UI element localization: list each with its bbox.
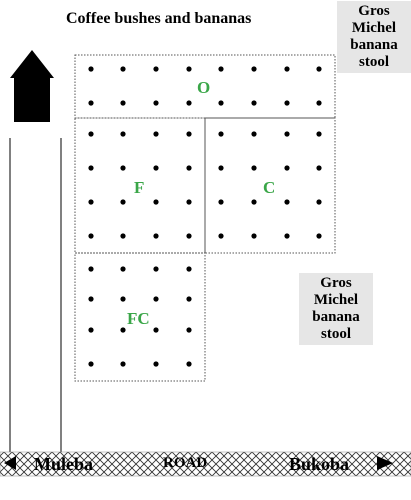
plot-label-f: F: [134, 178, 144, 197]
coffee-bush-dot: [88, 100, 94, 106]
coffee-bush-dot: [218, 165, 224, 171]
coffee-bush-dot: [316, 165, 322, 171]
coffee-bush-dot: [153, 233, 159, 239]
arrow-right-icon: [377, 456, 393, 470]
coffee-bush-dot: [88, 266, 94, 272]
road-left-destination: Muleba: [34, 454, 93, 474]
coffee-bush-dot: [218, 100, 224, 106]
road-right-destination: Bukoba: [289, 454, 349, 474]
coffee-bush-dot: [316, 131, 322, 137]
coffee-bush-dot: [88, 165, 94, 171]
coffee-bush-dot: [251, 199, 257, 205]
coffee-bush-dot: [88, 199, 94, 205]
coffee-bush-dot: [251, 100, 257, 106]
coffee-bush-dot: [186, 199, 192, 205]
stool-label-line: banana: [312, 309, 360, 325]
coffee-bush-dot: [153, 266, 159, 272]
coffee-bush-dot: [153, 327, 159, 333]
plot-f-border: [74, 117, 206, 254]
coffee-bushes: [88, 66, 322, 367]
coffee-bush-dot: [186, 361, 192, 367]
coffee-bush-dot: [251, 233, 257, 239]
coffee-bush-dot: [88, 66, 94, 72]
coffee-bush-dot: [153, 100, 159, 106]
coffee-bush-dot: [120, 266, 126, 272]
coffee-bush-dot: [120, 327, 126, 333]
coffee-bush-dot: [316, 199, 322, 205]
plot-borders: [74, 54, 336, 382]
house-icon: [10, 50, 54, 122]
stool-label-line: Michel: [313, 292, 359, 308]
coffee-bush-dot: [120, 296, 126, 302]
coffee-bush-dot: [186, 296, 192, 302]
stool-label-line: stool: [359, 54, 389, 70]
banana-stool-label-right: Gros Michel banana stool: [299, 273, 373, 345]
coffee-bush-dot: [251, 66, 257, 72]
coffee-bush-dot: [153, 199, 159, 205]
plot-label-fc: FC: [127, 309, 150, 328]
coffee-bush-dot: [186, 165, 192, 171]
coffee-bush-dot: [218, 199, 224, 205]
coffee-bush-dot: [120, 165, 126, 171]
coffee-bush-dot: [284, 165, 290, 171]
plot-label-c: C: [263, 178, 275, 197]
coffee-bush-dot: [120, 66, 126, 72]
coffee-bush-dot: [153, 165, 159, 171]
arrow-left-icon: [4, 456, 16, 470]
coffee-bush-dot: [88, 233, 94, 239]
coffee-bush-dot: [316, 100, 322, 106]
coffee-bush-dot: [186, 327, 192, 333]
plot-c-border: [204, 117, 336, 254]
coffee-bush-dot: [120, 131, 126, 137]
coffee-bush-dot: [186, 266, 192, 272]
stool-label-line: Michel: [351, 20, 397, 36]
coffee-bush-dot: [218, 233, 224, 239]
coffee-bush-dot: [186, 100, 192, 106]
coffee-bush-dot: [251, 131, 257, 137]
stool-label-line: stool: [321, 326, 351, 342]
coffee-bush-dot: [88, 296, 94, 302]
diagram-title: Coffee bushes and bananas: [66, 10, 252, 27]
coffee-bush-dot: [153, 361, 159, 367]
stool-label-line: Gros: [358, 3, 390, 19]
coffee-bush-dot: [284, 131, 290, 137]
road-label: ROAD: [163, 455, 207, 471]
coffee-bush-dot: [218, 131, 224, 137]
banana-stool-label-top: Gros Michel banana stool: [337, 1, 411, 73]
coffee-bush-dot: [284, 66, 290, 72]
coffee-bush-dot: [153, 131, 159, 137]
coffee-bush-dot: [186, 233, 192, 239]
stool-label-line: Gros: [320, 275, 352, 291]
coffee-bush-dot: [120, 100, 126, 106]
stool-label-line: banana: [350, 37, 398, 53]
coffee-bush-dot: [316, 233, 322, 239]
coffee-bush-dot: [284, 100, 290, 106]
coffee-bush-dot: [186, 66, 192, 72]
coffee-bush-dot: [120, 361, 126, 367]
coffee-bush-dot: [316, 66, 322, 72]
coffee-bush-dot: [153, 66, 159, 72]
plot-label-o: O: [197, 78, 210, 97]
coffee-bush-dot: [218, 66, 224, 72]
coffee-bush-dot: [284, 199, 290, 205]
road: Muleba ROAD Bukoba: [0, 451, 411, 477]
coffee-bush-dot: [88, 327, 94, 333]
coffee-bush-dot: [284, 233, 290, 239]
coffee-bush-dot: [186, 131, 192, 137]
coffee-bush-dot: [88, 131, 94, 137]
coffee-bush-dot: [120, 199, 126, 205]
coffee-bush-dot: [153, 296, 159, 302]
road-band: [0, 451, 411, 477]
coffee-bush-dot: [120, 233, 126, 239]
coffee-bush-dot: [88, 361, 94, 367]
coffee-bush-dot: [251, 165, 257, 171]
